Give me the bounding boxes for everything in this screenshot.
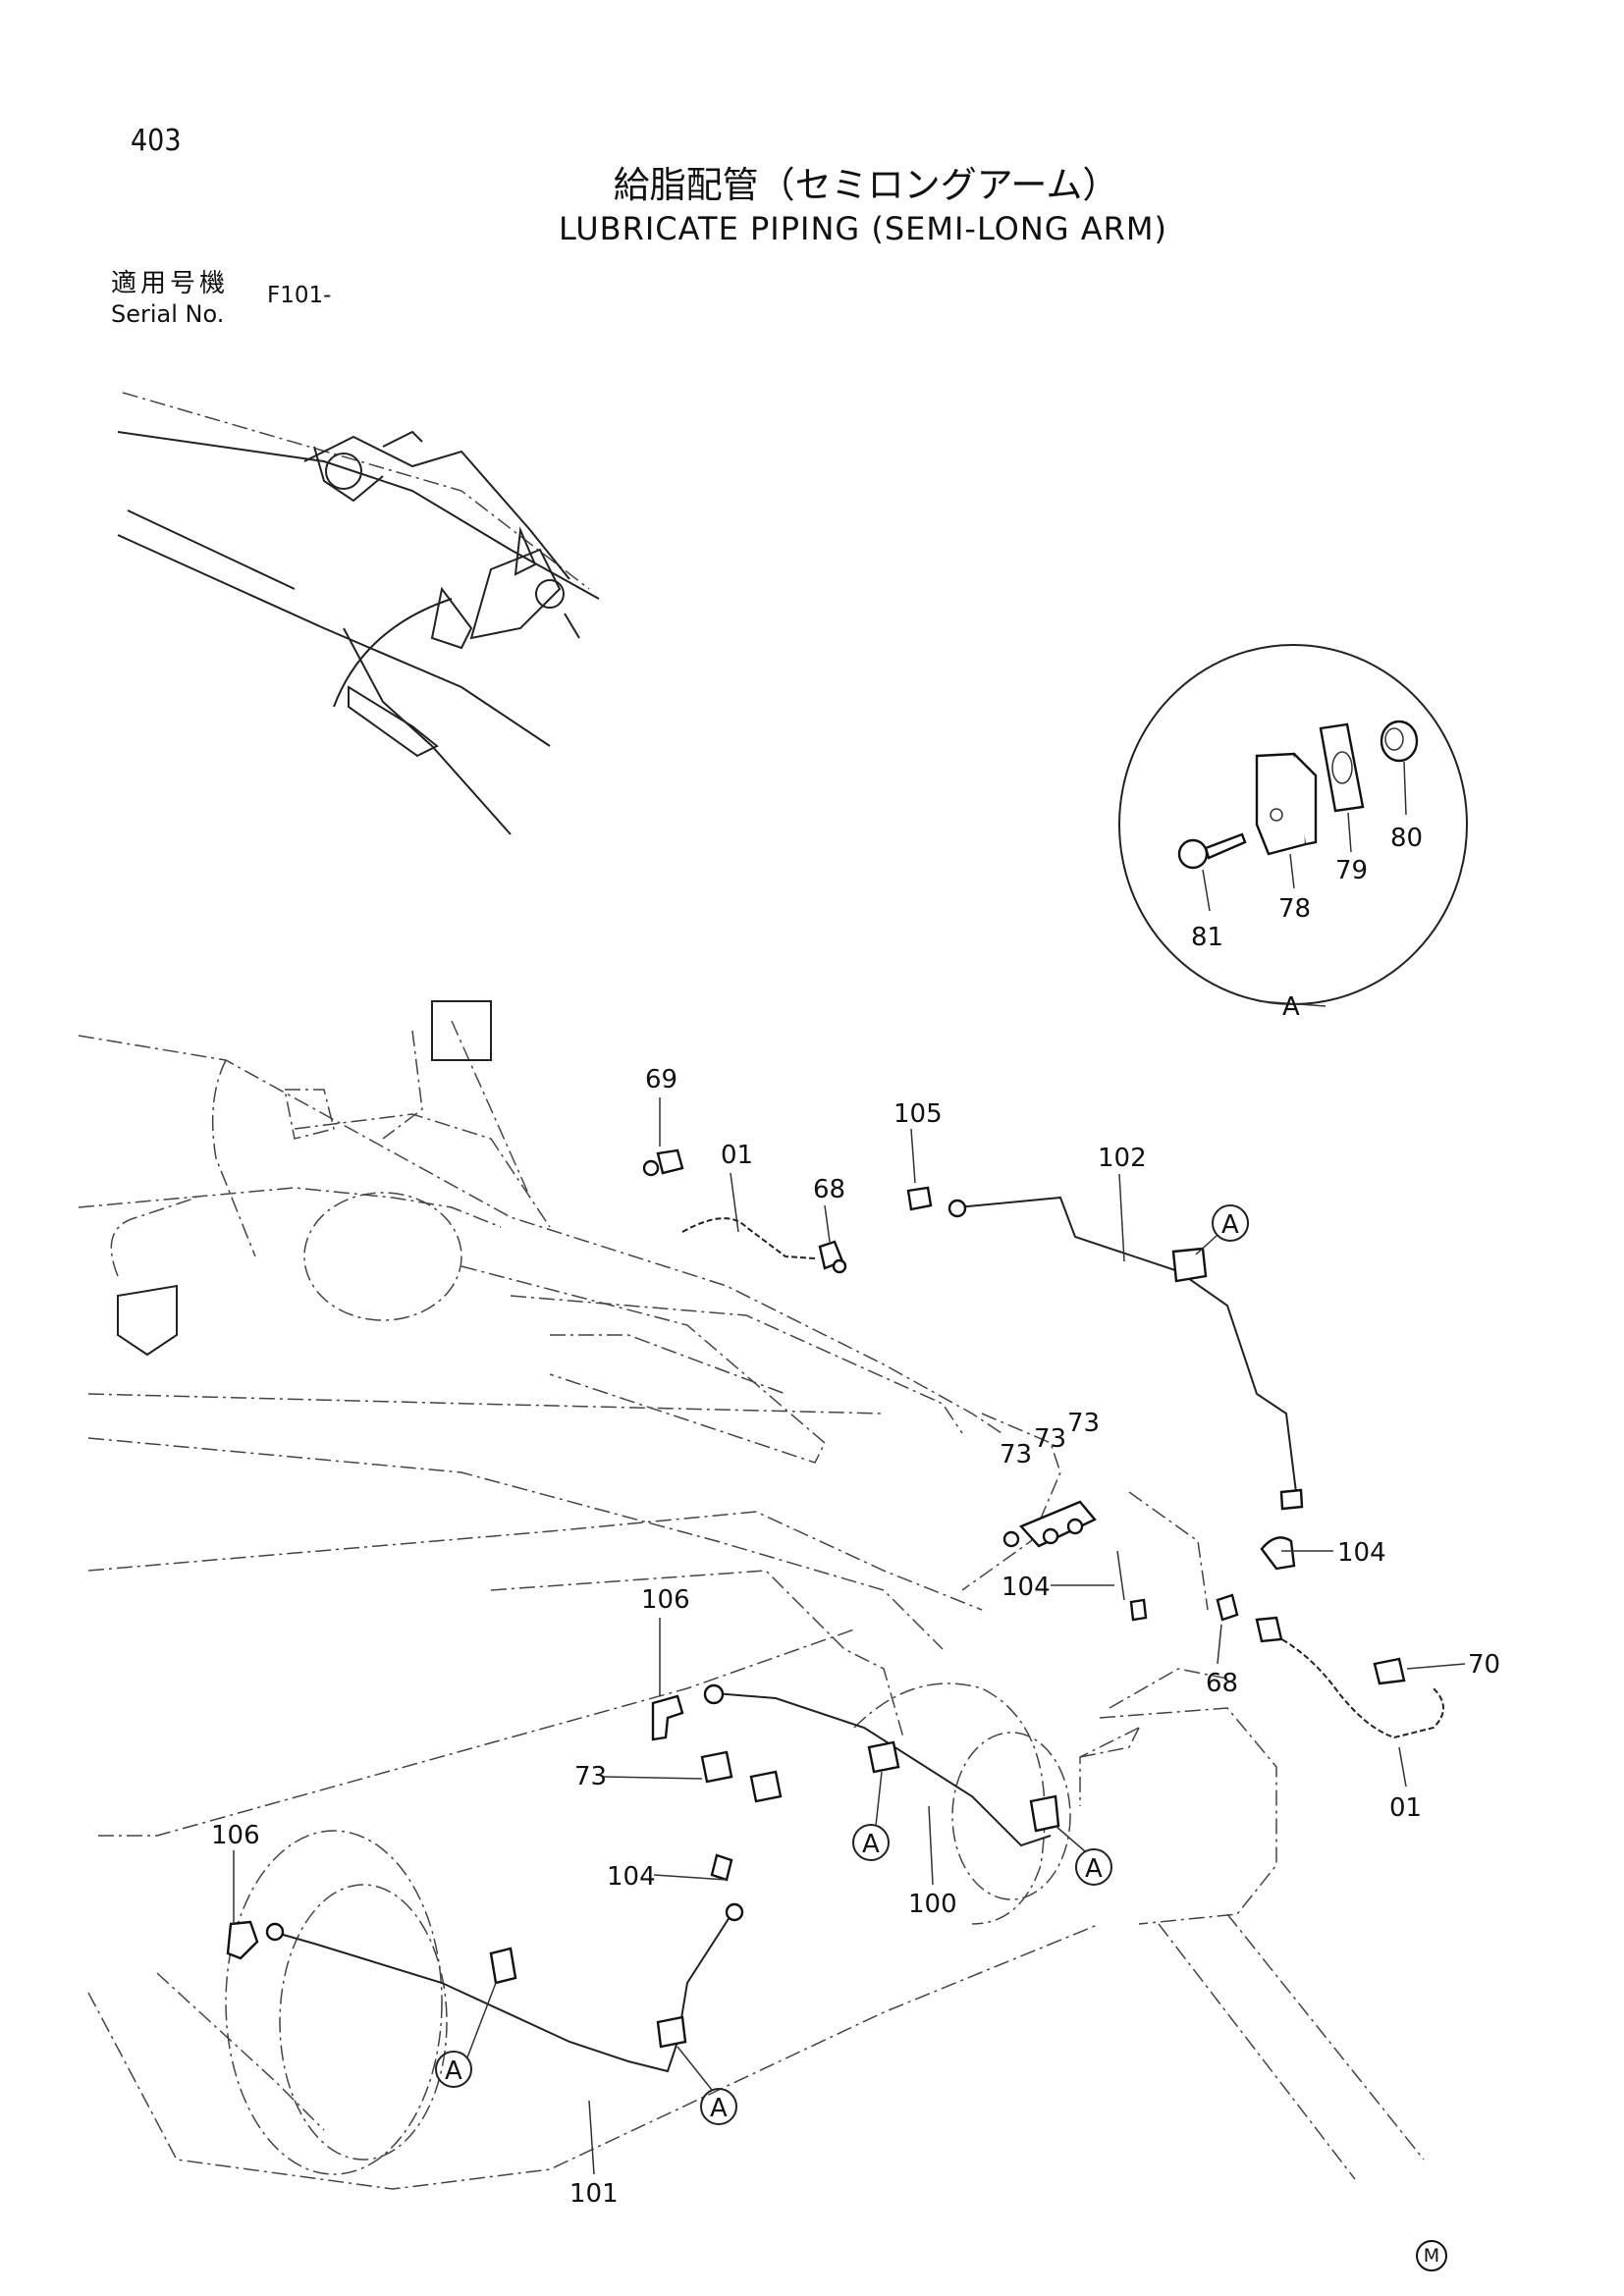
callout-101: 101 [569,2179,619,2209]
detail-view-label: A [1282,992,1300,1022]
detail-callout-78: 78 [1278,894,1311,924]
view-marker-a-5: A [710,2094,728,2123]
serial-label-english: Serial No. [111,300,225,328]
callout-68-lower: 68 [1206,1669,1238,1698]
page-number: 403 [131,124,182,158]
callout-104-right: 104 [1337,1538,1386,1568]
view-marker-a-2: A [862,1830,880,1859]
view-marker-a-4: A [445,2056,462,2086]
callout-106-left: 106 [211,1821,260,1850]
callout-73-lower: 73 [574,1762,607,1791]
view-marker-a-1: A [1221,1210,1239,1240]
callout-labels: 69 01 68 105 102 73 73 73 104 104 68 70 … [211,1065,1500,2209]
callout-102: 102 [1098,1144,1147,1173]
maker-mark: M [1416,2240,1447,2271]
view-markers: A A A A A [435,1204,1249,2125]
callout-73-b: 73 [1034,1424,1066,1454]
serial-number-value: F101- [267,283,332,308]
callout-73-c: 73 [1067,1409,1100,1438]
callout-100: 100 [908,1890,957,1919]
leader-lines [233,1097,1466,2175]
callout-01-upper: 01 [721,1141,753,1170]
page-title-japanese: 給脂配管（セミロングアーム） [613,164,1119,206]
callout-104-mid: 104 [1001,1573,1051,1602]
callout-01-lower: 01 [1389,1793,1422,1823]
callout-68-upper: 68 [813,1175,845,1204]
arm-body-outline [78,1000,1425,2190]
detail-callout-80: 80 [1390,824,1423,853]
detail-view-a: 81 78 79 80 A [1118,644,1468,1022]
callout-69: 69 [645,1065,677,1095]
callout-105: 105 [893,1099,943,1129]
callout-106-upper: 106 [641,1585,690,1615]
detail-callout-81: 81 [1191,923,1223,952]
view-marker-a-3: A [1085,1854,1103,1884]
detail-callout-79: 79 [1335,856,1368,885]
page-title-english: LUBRICATE PIPING (SEMI-LONG ARM) [559,210,1167,247]
lubrication-lines [226,1148,1444,2073]
callout-73-a: 73 [1000,1440,1032,1469]
callout-104-lower: 104 [607,1862,656,1892]
serial-label-japanese: 適用号機 [111,269,230,298]
callout-70: 70 [1468,1650,1500,1680]
overview-sketch [117,392,600,835]
